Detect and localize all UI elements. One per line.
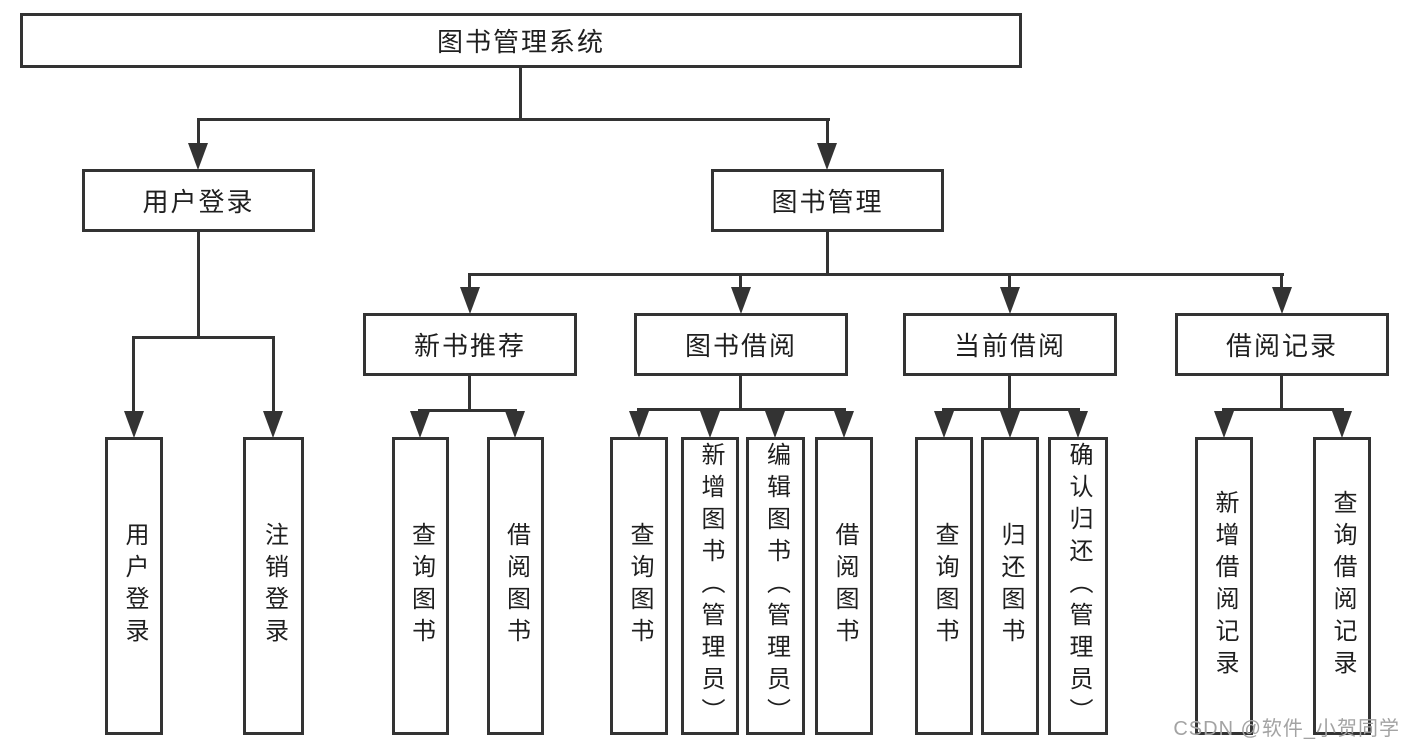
node-user-login: 用户登录 [82, 169, 315, 232]
connector-line [197, 118, 200, 148]
node-book-management: 图书管理 [711, 169, 944, 232]
arrow-down-icon [1214, 411, 1234, 438]
arrow-down-icon [700, 411, 720, 438]
connector-line [1008, 376, 1011, 408]
connector-line [637, 408, 846, 411]
connector-line [942, 408, 1080, 411]
leaf-return-books: 归还图书 [981, 437, 1039, 735]
connector-line [1280, 273, 1283, 293]
arrow-down-icon [1068, 411, 1088, 438]
arrow-down-icon [460, 287, 480, 314]
arrow-down-icon [629, 411, 649, 438]
leaf-add-borrow-record: 新增借阅记录 [1195, 437, 1253, 735]
arrow-down-icon [410, 411, 430, 438]
connector-line [418, 409, 517, 412]
node-borrowing-records: 借阅记录 [1175, 313, 1389, 376]
node-current-borrowing: 当前借阅 [903, 313, 1117, 376]
connector-line [132, 336, 135, 412]
node-book-borrowing: 图书借阅 [634, 313, 848, 376]
connector-line [1222, 408, 1344, 411]
leaf-logout: 注销登录 [243, 437, 304, 735]
connector-line [468, 376, 471, 409]
arrow-down-icon [817, 143, 837, 170]
arrow-down-icon [1000, 411, 1020, 438]
connector-line [468, 273, 471, 293]
leaf-query-books-2: 查询图书 [610, 437, 668, 735]
arrow-down-icon [1272, 287, 1292, 314]
connector-line [519, 68, 522, 120]
leaf-borrow-books-2: 借阅图书 [815, 437, 873, 735]
connector-line [1008, 273, 1011, 293]
connector-line [826, 118, 829, 148]
connector-line [468, 273, 1284, 276]
watermark: CSDN @软件_小贺同学 [1173, 718, 1400, 740]
leaf-borrow-books-1: 借阅图书 [487, 437, 544, 735]
arrow-down-icon [124, 411, 144, 438]
leaf-query-books-1: 查询图书 [392, 437, 449, 735]
arrow-down-icon [1332, 411, 1352, 438]
connector-line [197, 118, 830, 121]
node-root: 图书管理系统 [20, 13, 1022, 68]
arrow-down-icon [505, 411, 525, 438]
connector-line [197, 232, 200, 336]
arrow-down-icon [188, 143, 208, 170]
connector-line [826, 232, 829, 273]
leaf-query-books-3: 查询图书 [915, 437, 973, 735]
connector-line [132, 336, 275, 339]
connector-line [739, 273, 742, 293]
arrow-down-icon [934, 411, 954, 438]
arrow-down-icon [1000, 287, 1020, 314]
connector-line [739, 376, 742, 408]
arrow-down-icon [731, 287, 751, 314]
leaf-add-books-admin: 新增图书（管理员） [681, 437, 739, 735]
leaf-user-login: 用户登录 [105, 437, 163, 735]
connector-line [1280, 376, 1283, 408]
leaf-query-borrow-record: 查询借阅记录 [1313, 437, 1371, 735]
leaf-edit-books-admin: 编辑图书（管理员） [746, 437, 805, 735]
connector-line [272, 336, 275, 412]
arrow-down-icon [263, 411, 283, 438]
arrow-down-icon [765, 411, 785, 438]
node-new-book-recommend: 新书推荐 [363, 313, 577, 376]
leaf-confirm-return-admin: 确认归还（管理员） [1048, 437, 1108, 735]
arrow-down-icon [834, 411, 854, 438]
